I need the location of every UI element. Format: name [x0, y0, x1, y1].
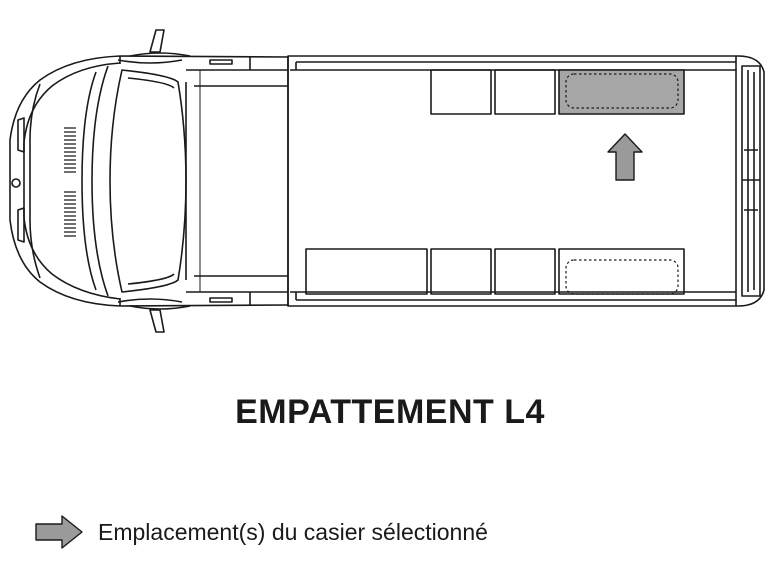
bottom-locker-4	[558, 248, 685, 295]
legend: Emplacement(s) du casier sélectionné	[34, 514, 488, 550]
top-locker-2	[494, 69, 556, 115]
page-title: EMPATTEMENT L4	[235, 393, 545, 431]
bottom-locker-1	[305, 248, 428, 295]
bottom-locker-3	[494, 248, 556, 295]
top-locker-1	[430, 69, 492, 115]
van-top-view-diagram	[9, 29, 765, 333]
right-arrow-icon	[35, 515, 83, 549]
top-shelves	[430, 69, 685, 115]
cargo-body	[287, 55, 765, 307]
legend-label: Emplacement(s) du casier sélectionné	[98, 518, 488, 545]
up-arrow-icon	[607, 133, 643, 181]
bottom-shelves	[305, 248, 685, 295]
side-mirrors	[149, 29, 165, 333]
rear-doors	[741, 65, 761, 297]
grille-vents	[64, 127, 76, 237]
bottom-locker-2	[430, 248, 492, 295]
van-cab	[9, 52, 289, 310]
top-locker-selected	[558, 69, 685, 115]
